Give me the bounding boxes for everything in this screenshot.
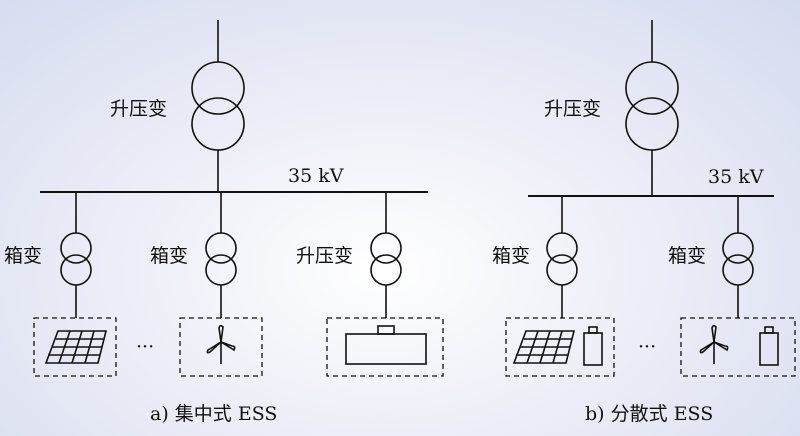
wind-ess-box-b — [680, 317, 796, 377]
branch-a2 — [205, 192, 237, 318]
panel-a: 升压变 35 kV 箱变 ··· 箱变 — [4, 20, 444, 425]
battery-icon — [759, 326, 779, 366]
main-transformer-b — [625, 20, 679, 196]
branch-b1-label: 箱变 — [492, 245, 530, 267]
ellipsis-a: ··· — [136, 336, 154, 358]
battery-icon — [583, 326, 603, 366]
caption-a: a) 集中式 ESS — [150, 403, 277, 425]
branch-a3-label: 升压变 — [296, 245, 353, 267]
branch-a1-label: 箱变 — [4, 245, 42, 267]
main-transformer-a-label: 升压变 — [110, 98, 167, 120]
main-transformer-a — [191, 20, 245, 192]
branch-a3 — [370, 192, 402, 318]
branch-b2 — [722, 196, 754, 318]
wind-turbine-icon — [699, 324, 729, 364]
ess-box-a — [326, 317, 444, 377]
pv-ess-box-b — [505, 317, 615, 377]
branch-a2-label: 箱变 — [150, 245, 188, 267]
branch-b2-label: 箱变 — [668, 245, 706, 267]
branch-b1 — [546, 196, 578, 318]
bus-a-voltage-label: 35 kV — [288, 165, 344, 187]
pv-box-a — [33, 317, 117, 377]
wind-turbine-icon — [206, 324, 236, 364]
branch-a1 — [60, 192, 92, 318]
solar-panel-icon — [44, 330, 108, 364]
main-transformer-b-label: 升压变 — [544, 98, 601, 120]
panel-b: 升压变 35 kV 箱变 ··· — [492, 20, 796, 425]
solar-panel-icon — [512, 330, 576, 364]
battery-icon — [345, 325, 427, 365]
caption-b: b) 分散式 ESS — [585, 403, 713, 425]
bus-b-voltage-label: 35 kV — [708, 166, 764, 188]
ellipsis-b: ··· — [638, 336, 656, 358]
wind-box-a — [179, 317, 263, 377]
